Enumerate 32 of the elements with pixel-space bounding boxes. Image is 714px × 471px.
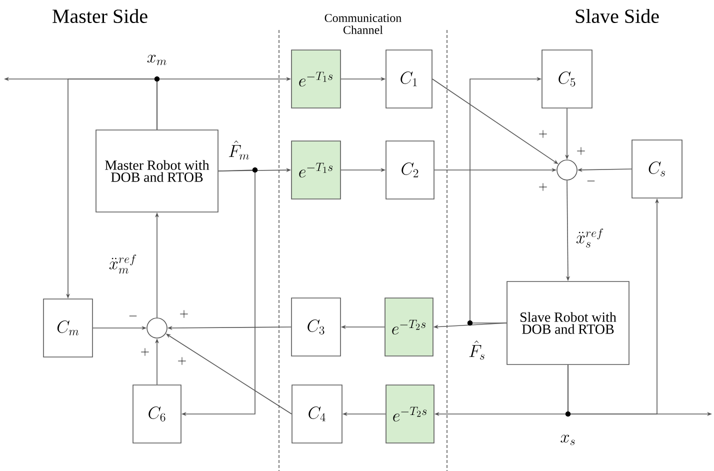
controller-box: $C_s$ <box>632 140 682 198</box>
sign-label: $+$ <box>180 310 188 318</box>
controller-box: $C_6$ <box>132 384 182 444</box>
controller-box: $C_5$ <box>542 50 592 108</box>
signal-label: $x_m$ <box>147 54 166 66</box>
summing-junction <box>556 160 578 180</box>
sign-label: $+$ <box>178 357 186 365</box>
delay-box: $e^{-T_1 s}$ <box>291 140 341 200</box>
section-heading: Master Side <box>52 8 148 24</box>
summing-junction <box>146 318 168 338</box>
sign-label: $+$ <box>577 147 585 155</box>
robot-box: Master Robot with DOB and RTOB <box>96 130 218 212</box>
controller-box: $C_1$ <box>386 50 432 108</box>
signal-label: $\ddot{x}_s^{ref}$ <box>576 228 604 248</box>
sign-label: $+$ <box>141 348 149 356</box>
delay-box: $e^{-T_2 s}$ <box>384 298 434 356</box>
signal-label: $\ddot{x}_m^{ref}$ <box>109 254 136 274</box>
controller-box: $C_4$ <box>292 384 342 444</box>
section-heading: Communication Channel <box>324 14 402 34</box>
sign-label: $+$ <box>539 130 547 138</box>
robot-box: Slave Robot with DOB and RTOB <box>506 281 630 365</box>
controller-box: $C_3$ <box>291 298 341 356</box>
sign-label: $-$ <box>587 180 595 182</box>
section-heading: Slave Side <box>576 8 659 24</box>
sign-label: $+$ <box>539 183 547 191</box>
controller-box: $C_m$ <box>43 298 93 358</box>
controller-box: $C_2$ <box>386 140 434 200</box>
delay-box: $e^{-T_2 s}$ <box>386 384 434 444</box>
signal-label: $\hat{F}_s$ <box>469 340 484 360</box>
delay-box: $e^{-T_1 s}$ <box>291 50 341 108</box>
signal-label: $x_s$ <box>560 434 575 446</box>
signal-label: $\hat{F}_m$ <box>228 140 250 160</box>
